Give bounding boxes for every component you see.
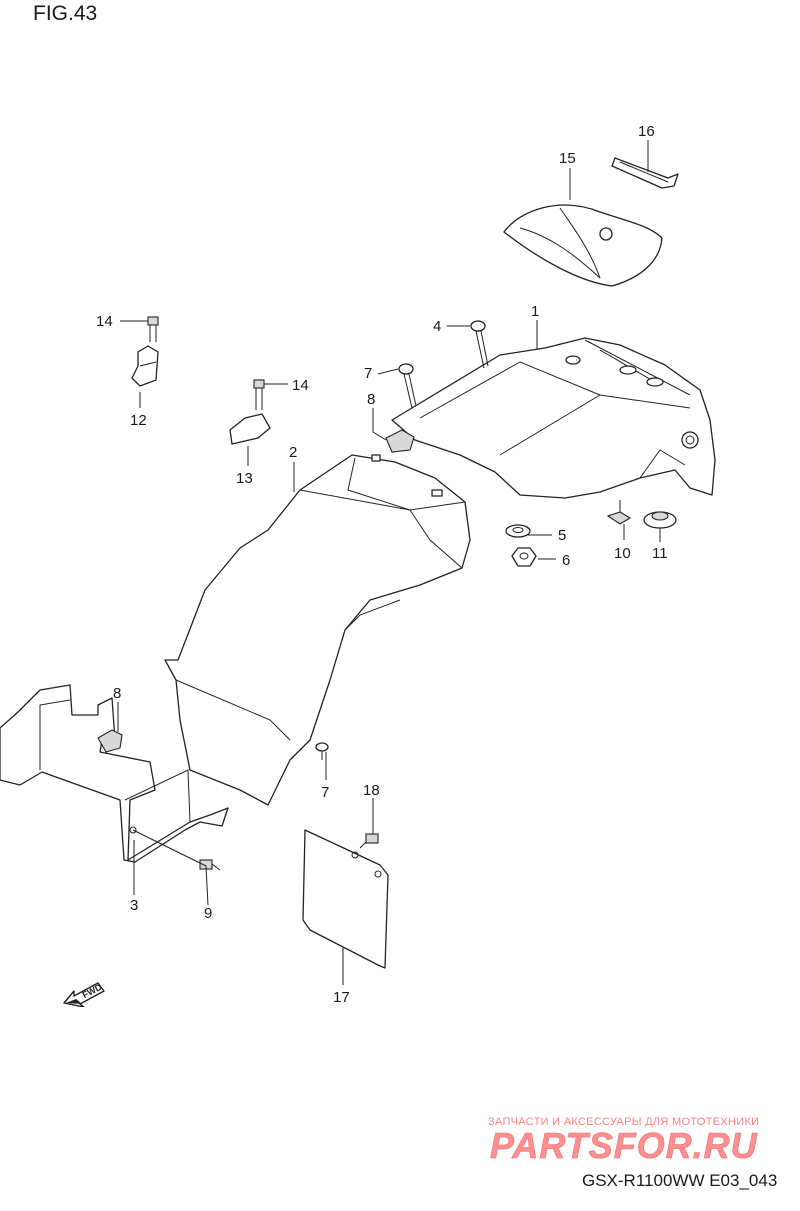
part-7-screw-upper[interactable] [398, 363, 417, 409]
part-4-screw[interactable] [470, 320, 489, 369]
callout-8b: 8 [113, 685, 121, 702]
part-8-clip-lower[interactable] [97, 729, 123, 753]
part-13-bracket[interactable] [229, 413, 271, 445]
callout-15: 15 [559, 150, 576, 167]
watermark-logo: PARTSFOR.RU [490, 1128, 758, 1166]
part-7-screw-lower[interactable] [315, 742, 329, 760]
callout-10: 10 [614, 545, 631, 562]
part-8-clip-upper[interactable] [385, 429, 415, 453]
callout-7a: 7 [364, 365, 372, 382]
part-10-clip[interactable] [606, 511, 632, 525]
watermark-tagline: ЗАПЧАСТИ И АКСЕССУАРЫ ДЛЯ МОТОТЕХНИКИ [488, 1116, 760, 1128]
part-3-bracket[interactable] [0, 684, 229, 863]
part-5-washer[interactable] [505, 524, 531, 538]
callout-8a: 8 [367, 391, 375, 408]
part-2-rear-fender-lower[interactable] [164, 454, 471, 806]
part-16-rod[interactable] [611, 157, 679, 189]
callout-4: 4 [433, 318, 441, 335]
callout-9: 9 [204, 905, 212, 922]
figure-title: FIG.43 [33, 2, 98, 25]
watermark-brand: PARTSFOR.RU [490, 1128, 758, 1166]
part-6-nut[interactable] [511, 547, 537, 567]
callout-1: 1 [531, 303, 539, 320]
callout-14a: 14 [96, 313, 113, 330]
part-14-bolt-a[interactable] [147, 316, 159, 342]
callout-18: 18 [363, 782, 380, 799]
part-14-bolt-b[interactable] [253, 379, 265, 410]
callout-14b: 14 [292, 377, 309, 394]
model-code: GSX-R1100WW E03_043 [582, 1171, 778, 1190]
callouts: 1 2 3 4 5 6 7 7 8 8 9 10 11 12 13 14 14 … [96, 123, 668, 1006]
callout-11: 11 [652, 545, 668, 562]
fwd-arrow-icon: FWD [63, 981, 105, 1007]
callout-12: 12 [130, 412, 147, 429]
callout-5: 5 [558, 527, 566, 544]
part-1-rear-fender[interactable] [391, 337, 716, 499]
part-17-plate[interactable] [302, 829, 389, 969]
callout-2: 2 [289, 444, 297, 461]
leader-lines [117, 140, 661, 985]
callout-17: 17 [333, 989, 350, 1006]
part-15-tool-bag[interactable] [503, 204, 663, 287]
callout-7b: 7 [321, 784, 329, 801]
callout-6: 6 [562, 552, 570, 569]
callout-3: 3 [130, 897, 138, 914]
part-18-bolt[interactable] [359, 833, 379, 849]
part-11-grommet[interactable] [643, 511, 677, 529]
part-12-bracket[interactable] [131, 345, 159, 387]
callout-16: 16 [638, 123, 655, 140]
callout-13: 13 [236, 470, 253, 487]
